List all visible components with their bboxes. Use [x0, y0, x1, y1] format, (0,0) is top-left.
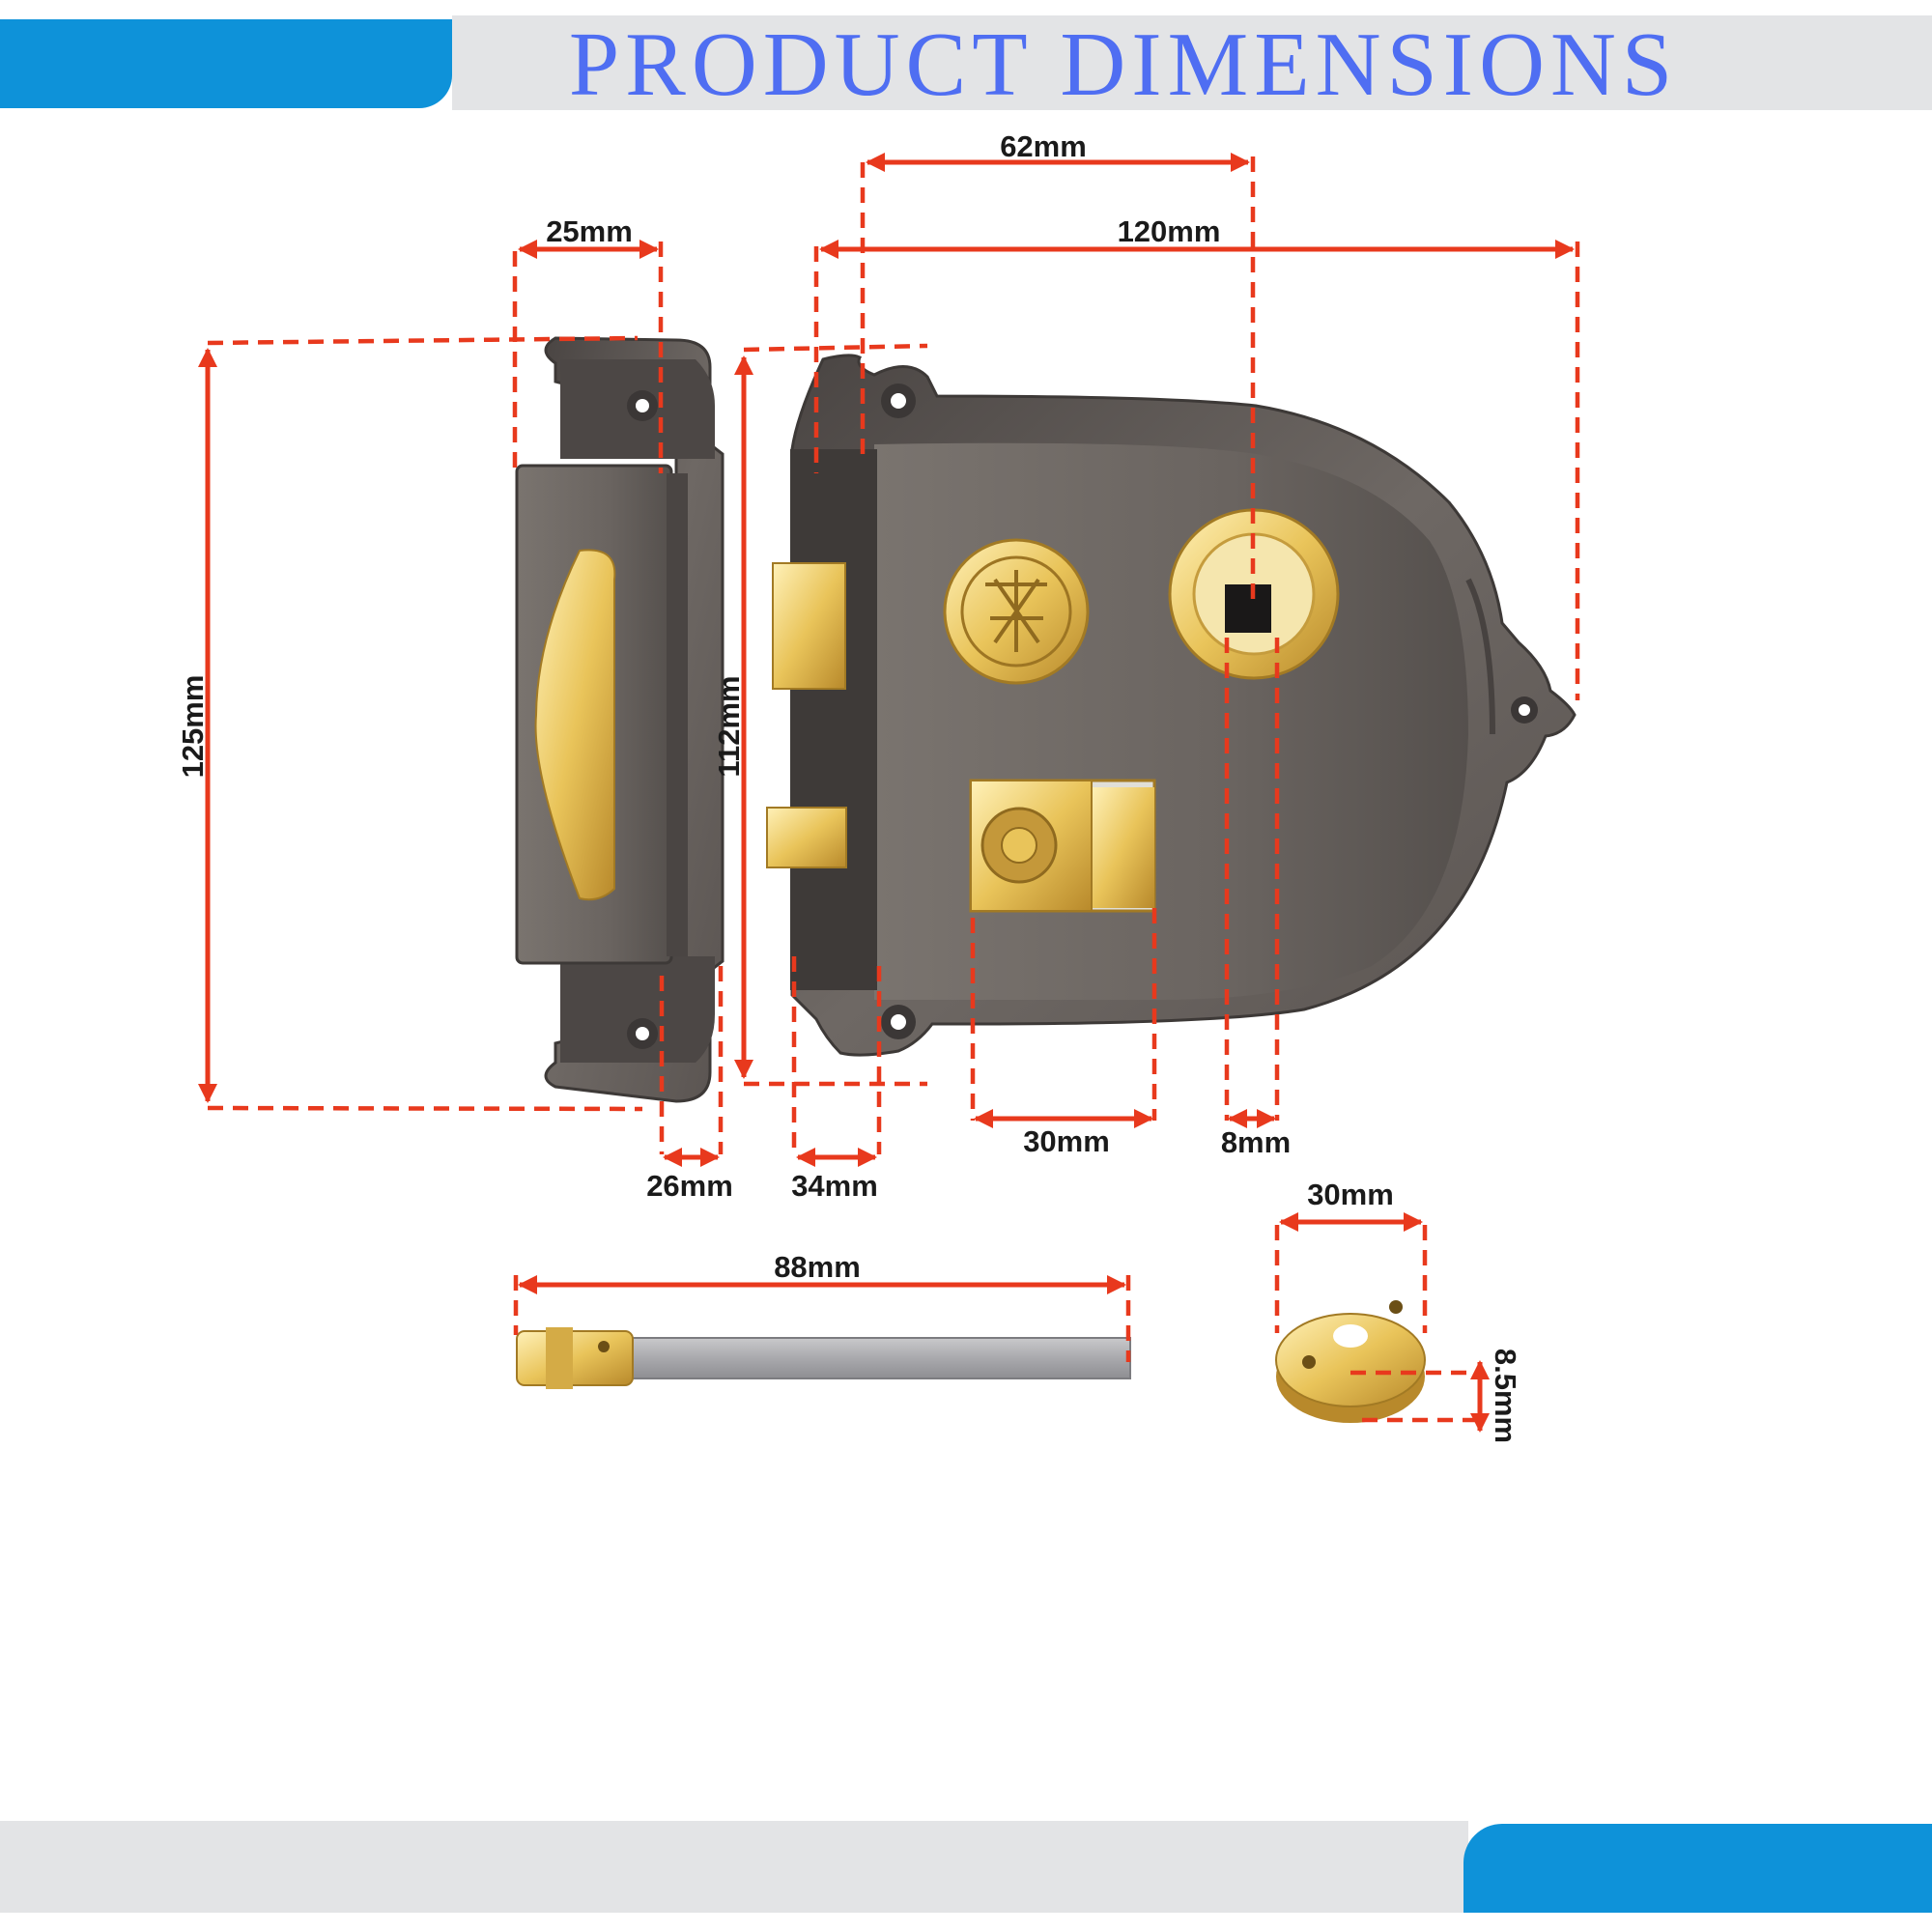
- lock-height-label: 112mm: [712, 675, 746, 777]
- spindle-icon: [516, 1327, 1131, 1389]
- rim-lock-body-icon: [766, 354, 1577, 1057]
- footer-band: [0, 1821, 1468, 1913]
- keep-width-label: 25mm: [546, 214, 633, 248]
- spindle-offset-label: 62mm: [1000, 129, 1087, 163]
- dimension-guides: [207, 156, 1580, 1423]
- knob-base-width-label: 30mm: [1023, 1124, 1110, 1158]
- keep-height-label: 125mm: [176, 675, 210, 779]
- page-title: PRODUCT DIMENSIONS: [568, 14, 1679, 115]
- dimension-arrows: [198, 153, 1575, 1433]
- header-accent: [0, 19, 452, 108]
- lock-width-label: 120mm: [1118, 214, 1221, 248]
- spindle-length-label: 88mm: [774, 1250, 861, 1284]
- spindle-hole-label: 8mm: [1221, 1125, 1291, 1159]
- keep-depth-label: 26mm: [646, 1169, 733, 1203]
- rose-diameter-label: 30mm: [1307, 1178, 1394, 1211]
- header-band: [452, 15, 1932, 110]
- lock-depth-label: 34mm: [791, 1169, 878, 1203]
- rose-thickness-label: 8.5mm: [1489, 1349, 1522, 1443]
- footer-accent: [1463, 1824, 1932, 1913]
- rose-icon: [1275, 1300, 1426, 1423]
- rim-keep-icon: [515, 336, 724, 1103]
